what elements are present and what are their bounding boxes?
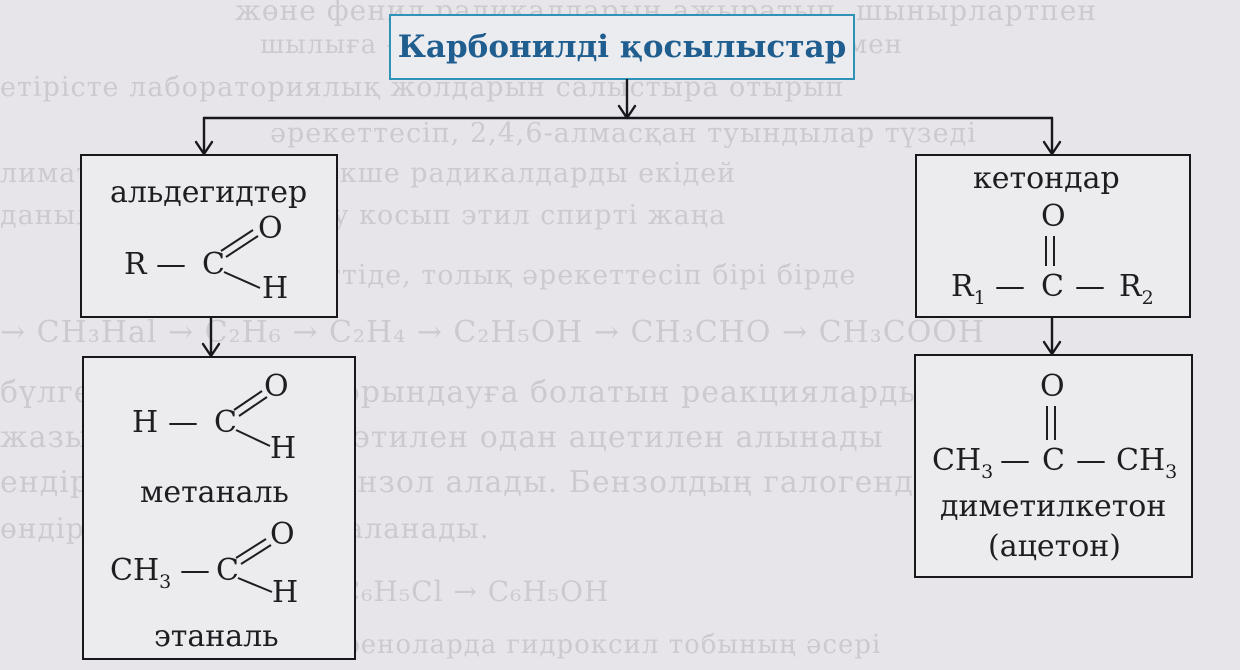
aldehydes-box: альдегидтер R — C O H	[80, 154, 338, 318]
methanal-name: метаналь	[140, 475, 289, 510]
aldehyde-r: R	[124, 247, 147, 282]
ketone-r2-letter: R	[1119, 269, 1142, 304]
acetone-box: O CH3 — C — CH3 диметилкетон (ацетон)	[914, 354, 1193, 578]
ketone-dash1: —	[995, 269, 1025, 304]
ketone-r1: R1	[951, 269, 986, 308]
aldehyde-h: H	[262, 271, 289, 306]
ketone-o: O	[1041, 199, 1066, 234]
acetone-dash1: —	[1000, 443, 1030, 478]
ethanal-h: H	[272, 575, 299, 610]
ethanal-o: O	[270, 517, 295, 552]
ketone-bonds	[1045, 236, 1055, 266]
ethanal-dash: —	[180, 553, 210, 588]
ethanal-name: этаналь	[154, 619, 279, 654]
diagram-title: Карбонилді қосылыстар	[397, 29, 847, 65]
ketone-r1-letter: R	[951, 269, 974, 304]
ethanal-ch: CH	[110, 553, 160, 588]
ketones-box: кетондар O R1 — C — R2	[915, 154, 1191, 318]
ethanal-sub3: 3	[159, 571, 172, 593]
acetone-name-alt: (ацетон)	[988, 529, 1121, 564]
ketone-r1-sub: 1	[973, 287, 986, 309]
acetone-c: C	[1042, 443, 1065, 478]
aldehydes-header: альдегидтер	[110, 175, 308, 210]
ketone-c: C	[1041, 269, 1064, 304]
methanal-c: C	[214, 405, 237, 440]
aldehyde-examples-box: H — C O H метаналь CH3 — C O H этаналь	[82, 356, 356, 660]
methanal-o: O	[264, 369, 289, 404]
ketone-r2: R2	[1119, 269, 1154, 308]
ethanal-ch3: CH3	[110, 553, 171, 592]
ketones-header: кетондар	[973, 161, 1120, 196]
acetone-o: O	[1040, 369, 1065, 404]
aldehyde-example-bonds	[233, 390, 273, 593]
acetone-ch-left: CH	[932, 443, 982, 478]
acetone-ch3-right: CH3	[1116, 443, 1177, 482]
acetone-ch3-left: CH3	[932, 443, 993, 482]
aldehyde-dash: —	[156, 247, 186, 282]
acetone-sub-right: 3	[1165, 461, 1178, 483]
title-box: Карбонилді қосылыстар	[389, 14, 855, 80]
methanal-h-right: H	[270, 431, 297, 466]
acetone-ch-right: CH	[1116, 443, 1166, 478]
methanal-h-left: H	[132, 405, 159, 440]
aldehyde-o: O	[258, 211, 283, 246]
acetone-bonds	[1046, 406, 1056, 440]
acetone-name: диметилкетон	[940, 489, 1167, 524]
ketone-dash2: —	[1075, 269, 1105, 304]
methanal-dash: —	[168, 405, 198, 440]
ketone-r2-sub: 2	[1141, 287, 1154, 309]
aldehyde-c: C	[202, 247, 225, 282]
acetone-sub-left: 3	[981, 461, 994, 483]
ethanal-c: C	[216, 553, 239, 588]
acetone-dash2: —	[1076, 443, 1106, 478]
aldehyde-bonds	[220, 229, 261, 289]
